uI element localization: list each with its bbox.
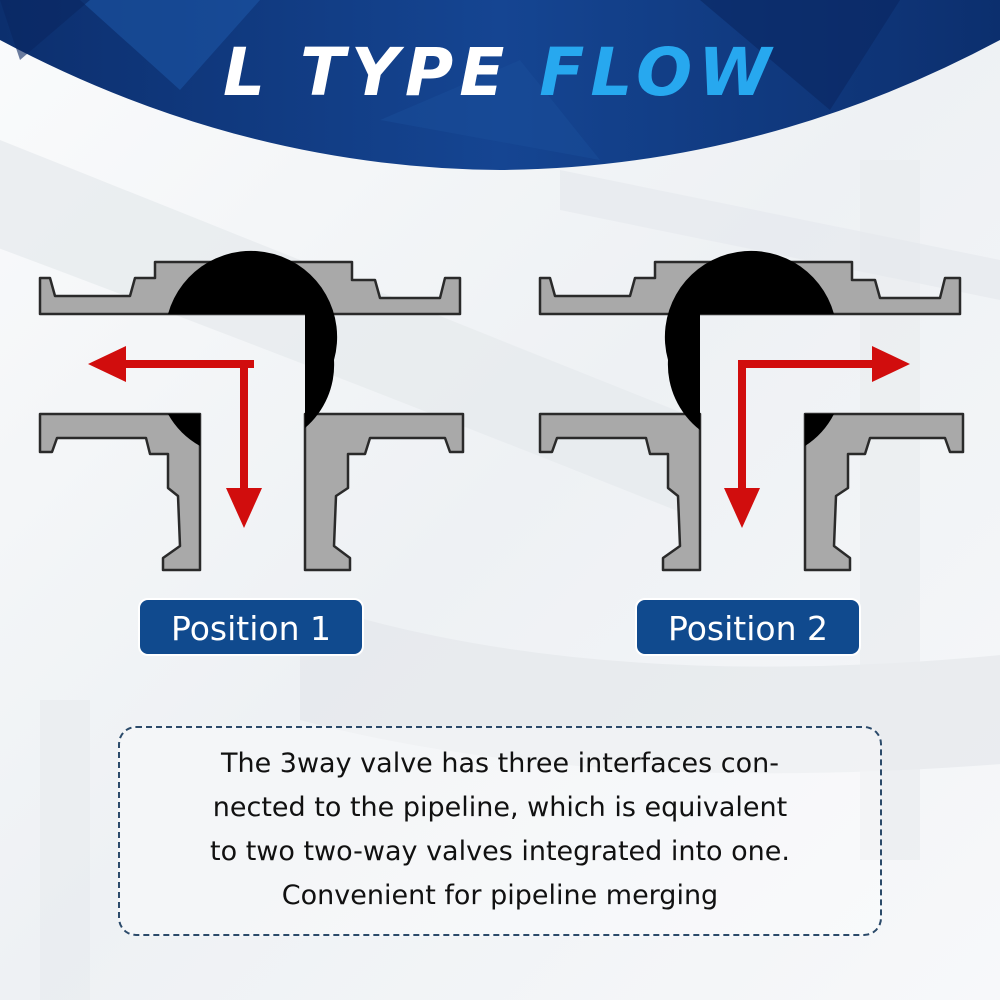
flow-arrows (724, 346, 910, 528)
position-2-label: Position 2 (635, 598, 861, 656)
description-line: to two two-way valves integrated into on… (210, 836, 790, 867)
position-1-label: Position 1 (138, 598, 364, 656)
valve-ball (664, 250, 834, 446)
flow-arrows (88, 346, 262, 528)
description-line: nected to the pipeline, which is equival… (212, 792, 788, 823)
description-box: The 3way valve has three interfaces con-… (118, 726, 882, 936)
valve-diagram-position-1 (38, 250, 465, 572)
title-word-1: L TYPE (223, 34, 511, 111)
valve-ball (168, 250, 338, 446)
description-line: Convenient for pipeline merging (281, 880, 719, 911)
page-title: L TYPE FLOW (0, 28, 1000, 118)
title-word-2: FLOW (539, 34, 777, 111)
title-banner (0, 0, 1000, 170)
valve-diagram-position-2 (538, 250, 965, 572)
description-line: The 3way valve has three interfaces con- (221, 748, 779, 779)
